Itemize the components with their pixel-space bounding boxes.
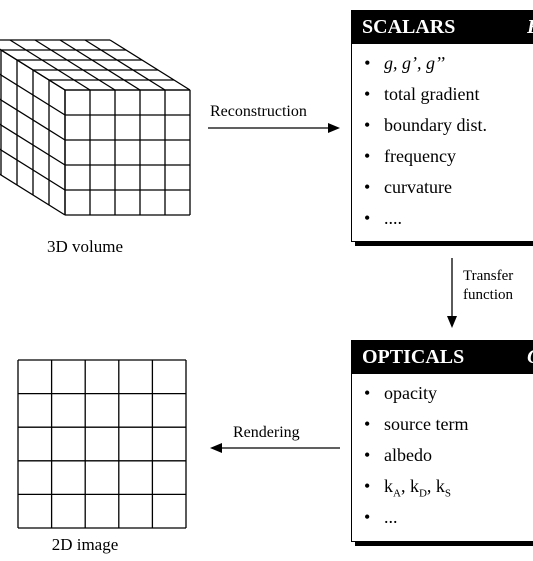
rendering-label: Rendering [233, 424, 300, 441]
opticals-symbol: Oi [527, 341, 533, 382]
rendering-arrow [210, 443, 340, 453]
scalars-list: g, g’, g’’ total gradient boundary dist.… [352, 44, 533, 234]
reconstruction-label: Reconstruction [210, 103, 307, 120]
scalars-item: total gradient [352, 79, 533, 110]
opticals-list: opacity source term albedo kA, kD, kS ..… [352, 374, 533, 533]
opticals-item: source term [352, 409, 533, 440]
reconstruction-arrow [208, 123, 340, 133]
volume-caption: 3D volume [46, 237, 124, 256]
scalars-item: frequency [352, 141, 533, 172]
scalars-item: boundary dist. [352, 110, 533, 141]
scalars-header: SCALARS Fi [352, 11, 533, 44]
scalars-title: SCALARS [362, 16, 456, 38]
scalars-item: .... [352, 203, 533, 234]
opticals-item: ... [352, 502, 533, 533]
transfer-function-label: Transfer function [463, 267, 513, 305]
transfer-function-arrow [447, 258, 457, 328]
opticals-box: OPTICALS Oi opacity source term albedo k… [351, 340, 533, 542]
image2d-caption: 2D image [51, 535, 119, 554]
scalars-symbol: Fi [527, 11, 533, 52]
scalars-item: g, g’, g’’ [352, 48, 533, 79]
scalars-item: curvature [352, 172, 533, 203]
opticals-title: OPTICALS [362, 346, 465, 368]
transfer-label-line2: function [463, 287, 513, 303]
scalars-box: SCALARS Fi g, g’, g’’ total gradient bou… [351, 10, 533, 242]
opticals-item: albedo [352, 440, 533, 471]
opticals-header: OPTICALS Oi [352, 341, 533, 374]
transfer-label-line1: Transfer [463, 268, 514, 284]
opticals-item: opacity [352, 378, 533, 409]
opticals-item-coefficients: kA, kD, kS [352, 471, 533, 502]
